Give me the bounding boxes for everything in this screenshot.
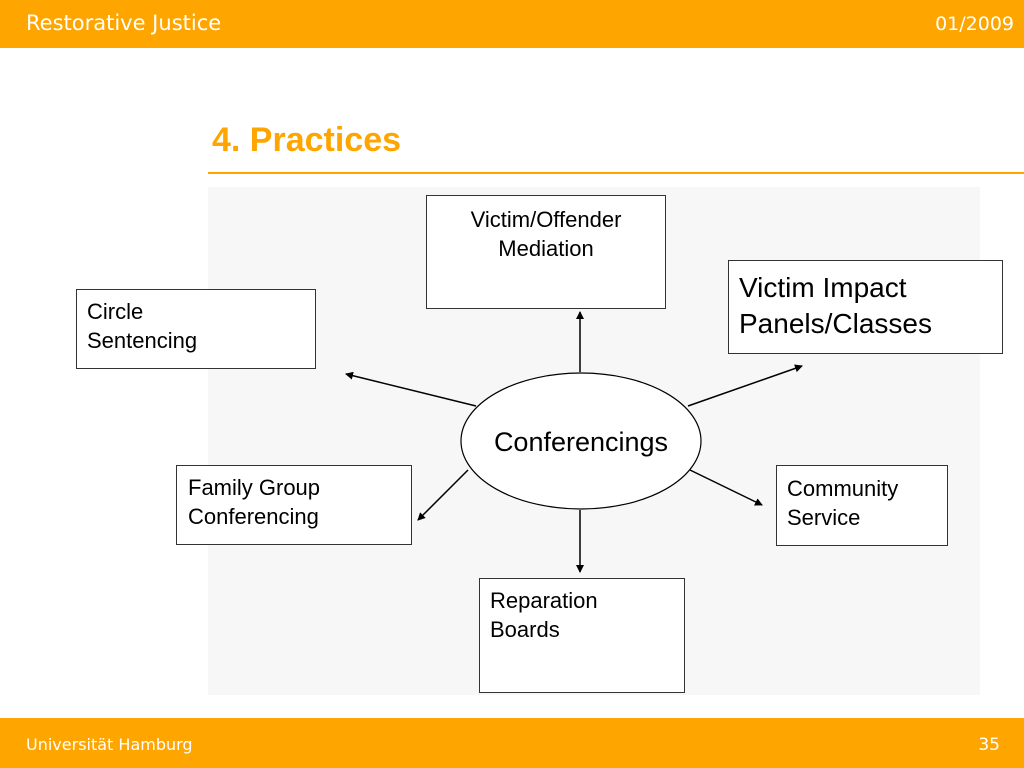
header-date: 01/2009 [935, 13, 1014, 35]
node-line: Circle [87, 299, 144, 324]
node-line: Family Group [188, 475, 321, 500]
node-line: Sentencing [87, 327, 198, 353]
node-family-group-conferencing: Family Group Conferencing [176, 465, 412, 545]
node-line: Community [787, 476, 899, 501]
arrow-to-community-service [689, 469, 763, 506]
arrow-to-victim-impact-panels [687, 364, 803, 407]
node-community-service: Community Service [776, 465, 948, 546]
page-number: 35 [978, 735, 1000, 755]
node-victim-offender-mediation: Victim/Offender Mediation [426, 195, 666, 309]
node-circle-sentencing: Circle Sentencing [76, 289, 316, 369]
slide-title: 4. Practices [212, 121, 402, 159]
node-line: Reparation [490, 588, 598, 613]
arrow-to-family-group-conferencing [417, 469, 469, 521]
footer-university: Universität Hamburg [26, 735, 193, 754]
center-node-label: Conferencings [494, 427, 668, 457]
node-line: Victim/Offender [470, 207, 622, 232]
node-reparation-boards: Reparation Boards [479, 578, 685, 693]
arrow-to-circle-sentencing [345, 371, 477, 407]
node-line: Panels/Classes [739, 308, 932, 340]
node-victim-impact-panels: Victim Impact Panels/Classes [728, 260, 1003, 354]
node-line: Victim Impact [739, 272, 907, 303]
node-line: Boards [490, 616, 560, 642]
title-divider [208, 172, 1024, 174]
header-bar: Restorative Justice 01/2009 [0, 0, 1024, 48]
header-title: Restorative Justice [26, 11, 222, 35]
center-node-ellipse [460, 372, 702, 510]
node-line: Service [787, 504, 861, 530]
footer-bar: Universität Hamburg 35 [0, 718, 1024, 768]
node-line: Mediation [498, 235, 594, 261]
node-line: Conferencing [188, 503, 319, 529]
